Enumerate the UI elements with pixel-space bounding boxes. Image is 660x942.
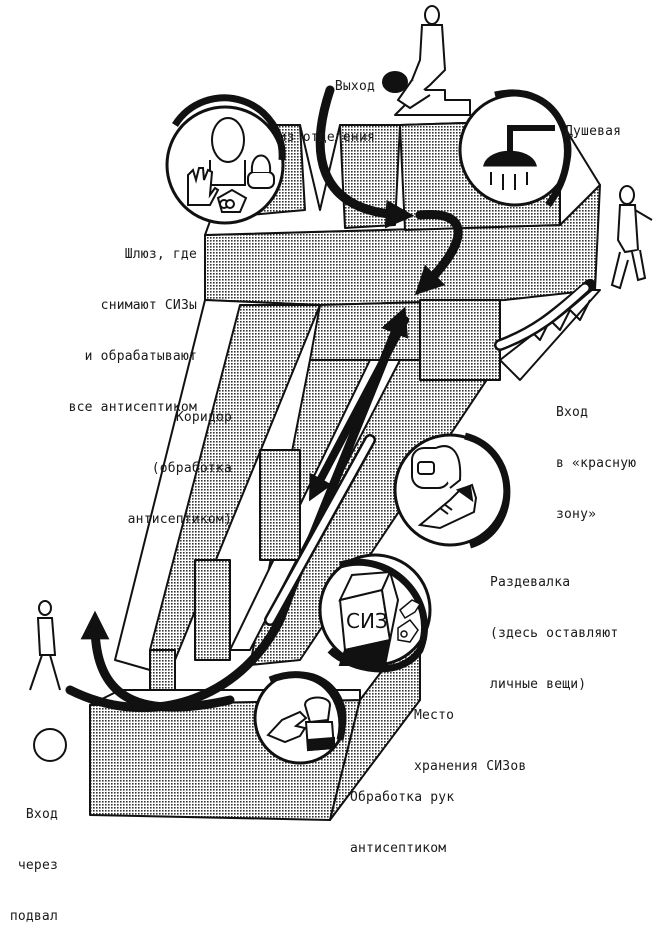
ppe-box-label: СИЗ [346,609,388,633]
route-arrow-corridor-down [309,316,409,502]
backpack-icon [411,445,462,489]
shower-head-icon [482,125,555,190]
person-exit-icon [382,5,447,110]
person-basement-icon [29,600,67,762]
label-ppe-storage: Место хранения СИЗов [414,708,527,774]
shower-vignette [458,89,572,208]
box-icon: СИЗ [338,569,400,666]
hand-sanitize-vignette [253,671,347,765]
label-hand-sanitize: Обработка рук антисептиком [350,790,455,856]
route-arrow-shower [414,209,463,296]
sneaker-icon [417,483,478,530]
label-exit: Выход из отделения [278,79,375,145]
route-arrow-up-left [80,610,235,712]
label-locker: Раздевалка (здесь оставляют личные вещи) [490,575,619,692]
glove-icon [187,167,220,206]
building-illustration: СИЗ [29,5,653,821]
label-corridor: Коридор (обработка антисептиком) [127,410,232,527]
label-airlock: Шлюз, где снимают СИЗы и обрабатывают вс… [68,247,197,415]
hands-icon [266,710,308,744]
sanitizer-bottle-icon [303,696,336,752]
glove-icon [399,599,422,620]
locker-vignette [393,432,511,549]
airlock-vignette [165,94,286,225]
respirator-icon [216,188,248,213]
label-shower: Душевая [565,124,622,139]
ppe-storage-vignette: СИЗ [318,553,432,673]
label-entrance-red-zone: Вход в «красную зону» [556,405,637,522]
route-arrow-top-exit [315,85,415,229]
goggles-icon [247,154,275,189]
route-arrows [65,85,596,713]
person-entering-red-zone-icon [610,185,653,290]
respirator-icon [397,618,419,643]
label-basement-entry: Вход через подвал [9,807,58,924]
